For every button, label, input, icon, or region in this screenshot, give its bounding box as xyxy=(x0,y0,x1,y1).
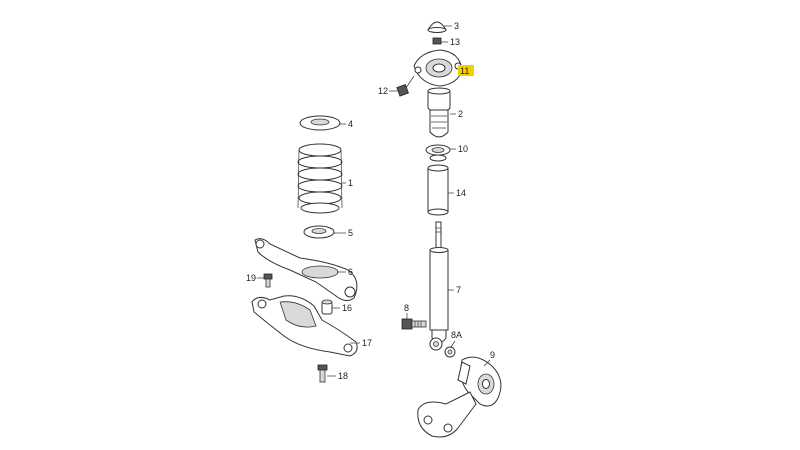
callout-9[interactable]: 9 xyxy=(490,350,495,360)
callout-19[interactable]: 19 xyxy=(246,273,256,283)
part-14-protective-sleeve[interactable] xyxy=(427,164,449,216)
part-2-bump-stop[interactable] xyxy=(427,87,451,138)
callout-14[interactable]: 14 xyxy=(456,188,466,198)
callout-10[interactable]: 10 xyxy=(458,144,468,154)
callout-8a[interactable]: 8A xyxy=(451,330,462,340)
part-9-wheel-bearing-housing[interactable] xyxy=(417,356,502,438)
callout-17[interactable]: 17 xyxy=(362,338,372,348)
part-12-bolt[interactable] xyxy=(396,75,415,97)
callout-18[interactable]: 18 xyxy=(338,371,348,381)
part-8a-washer[interactable] xyxy=(444,346,456,358)
callout-12[interactable]: 12 xyxy=(378,86,388,96)
part-19-bolt[interactable] xyxy=(263,273,273,288)
part-7-shock-absorber[interactable] xyxy=(429,221,449,351)
callout-16[interactable]: 16 xyxy=(342,303,352,313)
part-4-upper-spring-seat[interactable] xyxy=(299,115,341,131)
callout-7[interactable]: 7 xyxy=(456,285,461,295)
part-3-cap[interactable] xyxy=(427,21,447,33)
part-1-coil-spring[interactable] xyxy=(297,143,343,214)
part-16-bush[interactable] xyxy=(321,299,333,315)
callout-13[interactable]: 13 xyxy=(450,37,460,47)
part-18-bolt[interactable] xyxy=(317,364,328,383)
callout-1[interactable]: 1 xyxy=(348,178,353,188)
part-17-subframe[interactable] xyxy=(251,295,358,357)
leader-lines xyxy=(257,25,491,377)
part-8-bolt[interactable] xyxy=(401,318,427,330)
callout-2[interactable]: 2 xyxy=(458,109,463,119)
part-13-nut[interactable] xyxy=(432,37,442,45)
part-6-spring-link[interactable] xyxy=(254,238,358,302)
callout-8[interactable]: 8 xyxy=(404,303,409,313)
callout-11[interactable]: 11 xyxy=(460,66,469,76)
part-11-top-mount[interactable] xyxy=(413,49,463,87)
callout-6[interactable]: 6 xyxy=(348,267,353,277)
callout-3[interactable]: 3 xyxy=(454,21,459,31)
callout-4[interactable]: 4 xyxy=(348,119,353,129)
part-5-lower-spring-seat[interactable] xyxy=(303,225,335,239)
part-10-spring-seat[interactable] xyxy=(425,144,451,162)
callout-11-highlight xyxy=(458,65,474,76)
callout-5[interactable]: 5 xyxy=(348,228,353,238)
